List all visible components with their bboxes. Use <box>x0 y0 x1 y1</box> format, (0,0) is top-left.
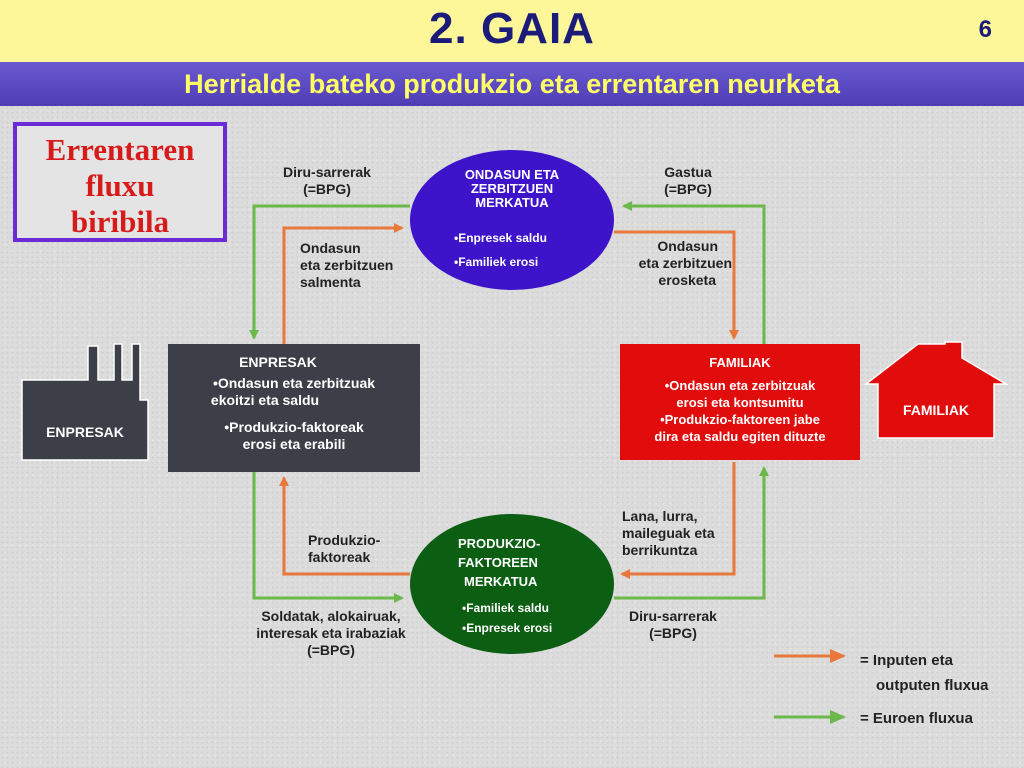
flow-label-income-bottom: Diru-sarrerak (=BPG) <box>629 608 717 641</box>
diagram-title-line: Errentaren <box>45 132 195 167</box>
factory-icon <box>21 343 149 461</box>
households-box-item: dira eta saldu egiten dituzte <box>654 429 826 444</box>
firms-box-item: •Produkzio-faktoreak <box>224 419 364 435</box>
flow-label-wages: Soldatak, alokairuak, interesak eta irab… <box>256 608 406 658</box>
firms-box: ENPRESAK •Ondasun eta zerbitzuak ekoitzi… <box>168 344 420 472</box>
flow-label-goods-sold: Ondasun eta zerbitzuen salmenta <box>300 240 394 290</box>
house-label: FAMILIAK <box>902 402 970 418</box>
firms-box-title: ENPRESAK <box>239 354 317 370</box>
green-flow-arrow <box>614 466 769 600</box>
factor-market-title-line: MERKATUA <box>464 574 538 589</box>
flow-label-spending-top: Gastua (=BPG) <box>664 164 712 197</box>
factory-label: ENPRESAK <box>46 424 124 440</box>
goods-market-title-line: ONDASUN ETA <box>464 167 560 182</box>
page-number: 6 <box>978 16 992 43</box>
goods-market-title-line: MERKATUA <box>475 195 549 210</box>
firms-box-item: erosi eta erabili <box>242 436 346 452</box>
green-flow-arrow <box>249 204 410 340</box>
households-box-item: erosi eta kontsumitu <box>676 395 804 410</box>
goods-market-item: •Enpresek saldu <box>454 231 547 245</box>
page-title: 2. GAIA <box>429 4 595 53</box>
firms-box-item: •Ondasun eta zerbitzuak <box>212 375 376 391</box>
legend-inputs-outputs: = Inputen eta outputen fluxua <box>860 652 989 694</box>
orange-flow-arrow <box>620 462 736 579</box>
households-box-item: •Ondasun eta zerbitzuak <box>664 378 816 393</box>
factor-market-item: •Familiek saldu <box>462 601 549 615</box>
flow-label-labour: Lana, lurra, maileguak eta berrikuntza <box>622 508 715 558</box>
green-flow-arrow <box>252 472 404 603</box>
diagram-title-line: fluxu <box>85 168 155 203</box>
flow-label-factors: Produkzio- faktoreak <box>308 532 381 565</box>
orange-flow-arrow <box>279 476 410 576</box>
green-flow-arrow <box>622 201 766 344</box>
legend-euro-flow: = Euroen fluxua <box>860 710 973 727</box>
households-box: FAMILIAK •Ondasun eta zerbitzuak erosi e… <box>620 344 860 460</box>
diagram-title-box: Errentaren fluxu biribila <box>13 122 227 242</box>
house-icon <box>863 341 1009 439</box>
flow-label-revenue-top: Diru-sarrerak (=BPG) <box>283 164 371 197</box>
goods-market-ellipse: ONDASUN ETA ZERBITZUEN MERKATUA •Enprese… <box>410 150 614 290</box>
flow-label-goods-bought: Ondasun eta zerbitzuen erosketa <box>638 238 732 288</box>
factor-market-title-line: FAKTOREEN <box>458 555 538 570</box>
firms-box-item: ekoitzi eta saldu <box>210 392 320 408</box>
diagram-title-line: biribila <box>70 204 170 239</box>
households-box-title: FAMILIAK <box>709 355 771 370</box>
header-bar: 2. GAIA 6 <box>0 0 1024 62</box>
orange-flow-arrow <box>282 223 404 344</box>
subtitle-bar: Herrialde bateko produkzio eta errentare… <box>0 62 1024 106</box>
households-box-item: •Produkzio-faktoreen jabe <box>660 412 820 427</box>
orange-flow-arrow <box>614 230 739 340</box>
goods-market-item: •Familiek erosi <box>454 255 539 269</box>
factor-market-title-line: PRODUKZIO- <box>458 536 541 551</box>
factor-market-item: •Enpresek erosi <box>462 621 553 635</box>
goods-market-title-line: ZERBITZUEN <box>470 181 554 196</box>
factor-market-ellipse: PRODUKZIO- FAKTOREEN MERKATUA •Familiek … <box>410 514 614 654</box>
slide-subtitle: Herrialde bateko produkzio eta errentare… <box>184 69 840 99</box>
